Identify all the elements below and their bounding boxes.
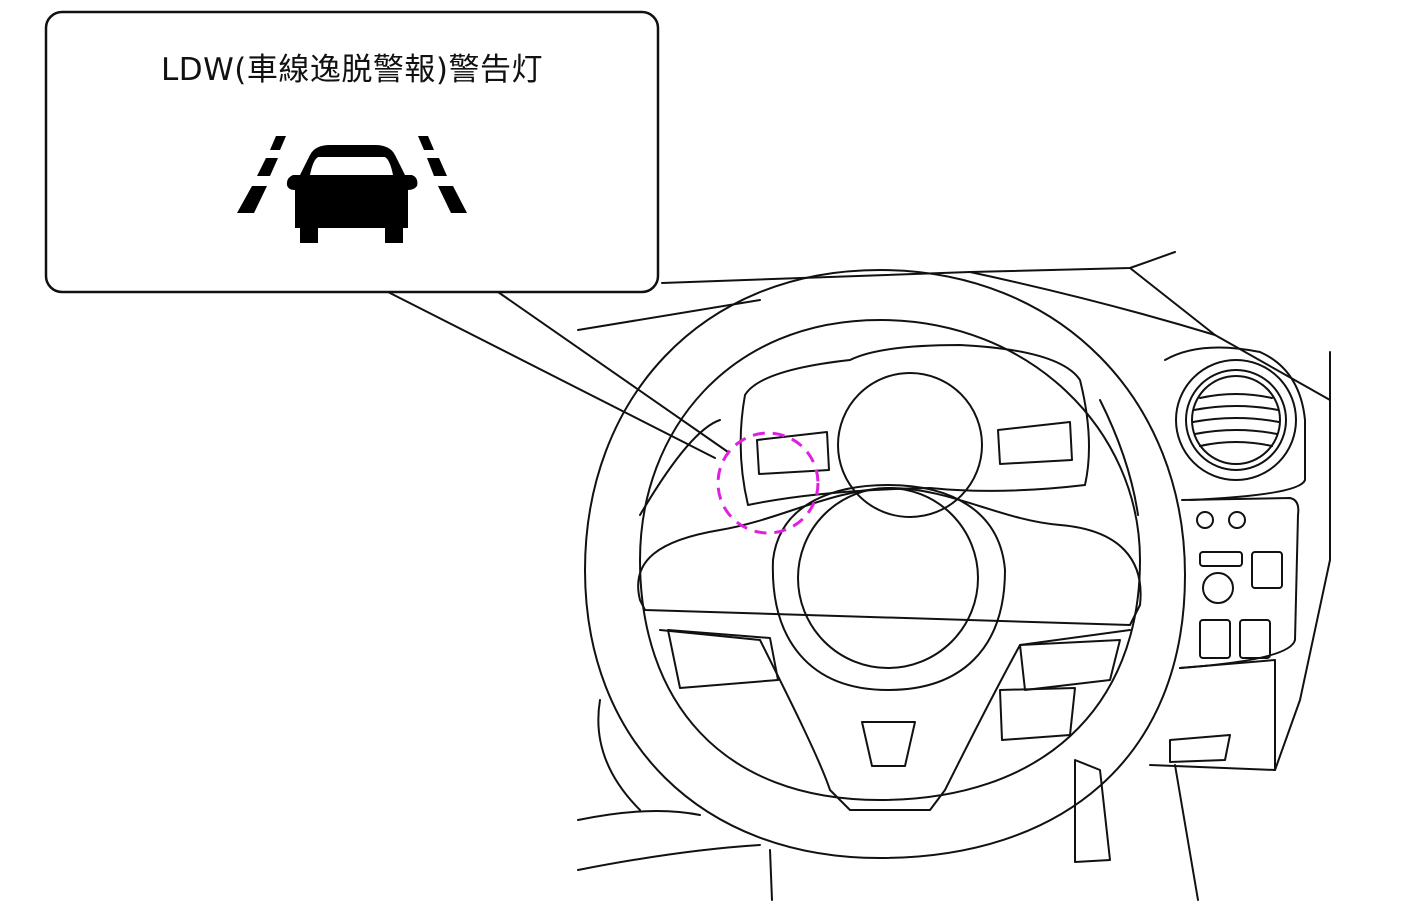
air-vent [1175, 359, 1297, 481]
switch-panel [1196, 511, 1283, 659]
highlight-circle [716, 431, 820, 535]
dashboard-outline [577, 251, 1331, 901]
callout-title: LDW(車線逸脱警報)警告灯 [161, 52, 543, 88]
lane-departure-warning-icon [237, 136, 467, 243]
instrument-cluster [639, 344, 1139, 518]
steering-wheel [584, 269, 1186, 859]
callout-pointer [387, 291, 729, 459]
